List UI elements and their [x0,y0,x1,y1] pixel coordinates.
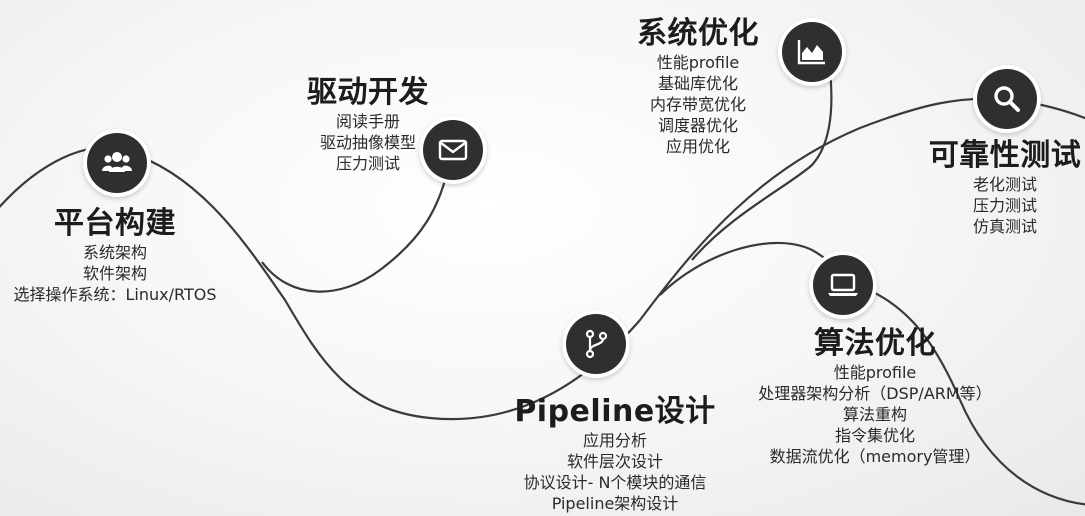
node-item: 老化测试 [972,175,1037,194]
node-item: 基础库优化 [657,74,738,93]
main-curve [0,97,1085,421]
node-item: 内存带宽优化 [649,95,746,114]
node-item: 处理器架构分析（DSP/ARM等） [758,384,992,403]
node-item: 应用优化 [665,137,730,156]
node-item: 调度器优化 [657,116,738,135]
system-branch [691,54,833,261]
laptop-icon [813,255,873,315]
node-item: 系统架构 [82,243,147,262]
node-item: 驱动抽像模型 [319,133,416,152]
branch-icon [566,314,626,374]
node-pipeline: Pipeline设计 应用分析 软件层次设计 协议设计- N个模块的通信 Pip… [505,394,725,514]
node-title: 平台构建 [54,206,176,241]
node-title: 系统优化 [637,16,759,51]
node-item: 阅读手册 [335,112,400,131]
node-item: 软件层次设计 [566,452,663,471]
node-item: 软件架构 [82,264,147,283]
search-icon [977,69,1037,129]
node-algorithm: 算法优化 性能profile 处理器架构分析（DSP/ARM等） 算法重构 指令… [735,326,1015,467]
area-chart-icon [782,22,842,82]
node-item: Pipeline架构设计 [551,494,679,513]
reliability-tail [849,280,1085,506]
users-icon [87,133,147,193]
node-item: 指令集优化 [834,426,915,445]
node-item: 性能profile [833,363,917,382]
node-item: 压力测试 [335,154,400,173]
node-platform: 平台构建 系统架构 软件架构 选择操作系统：Linux/RTOS [0,206,230,305]
node-item: 算法重构 [842,405,907,424]
node-reliability: 可靠性测试 老化测试 压力测试 仿真测试 [925,138,1085,237]
node-title: 驱动开发 [307,75,429,110]
node-system: 系统优化 性能profile 基础库优化 内存带宽优化 调度器优化 应用优化 [628,16,768,157]
node-title: 算法优化 [814,326,936,361]
node-item: 协议设计- N个模块的通信 [523,473,707,492]
node-item: 选择操作系统：Linux/RTOS [13,285,217,304]
node-item: 压力测试 [972,196,1037,215]
node-title: Pipeline设计 [514,394,716,429]
node-item: 应用分析 [582,431,647,450]
node-item: 性能profile [656,53,740,72]
node-item: 仿真测试 [972,217,1037,236]
node-title: 可靠性测试 [928,138,1082,173]
node-item: 数据流优化（memory管理） [769,447,981,466]
envelope-icon [423,120,483,180]
node-driver: 驱动开发 阅读手册 驱动抽像模型 压力测试 [298,75,438,174]
driver-branch [261,159,452,293]
